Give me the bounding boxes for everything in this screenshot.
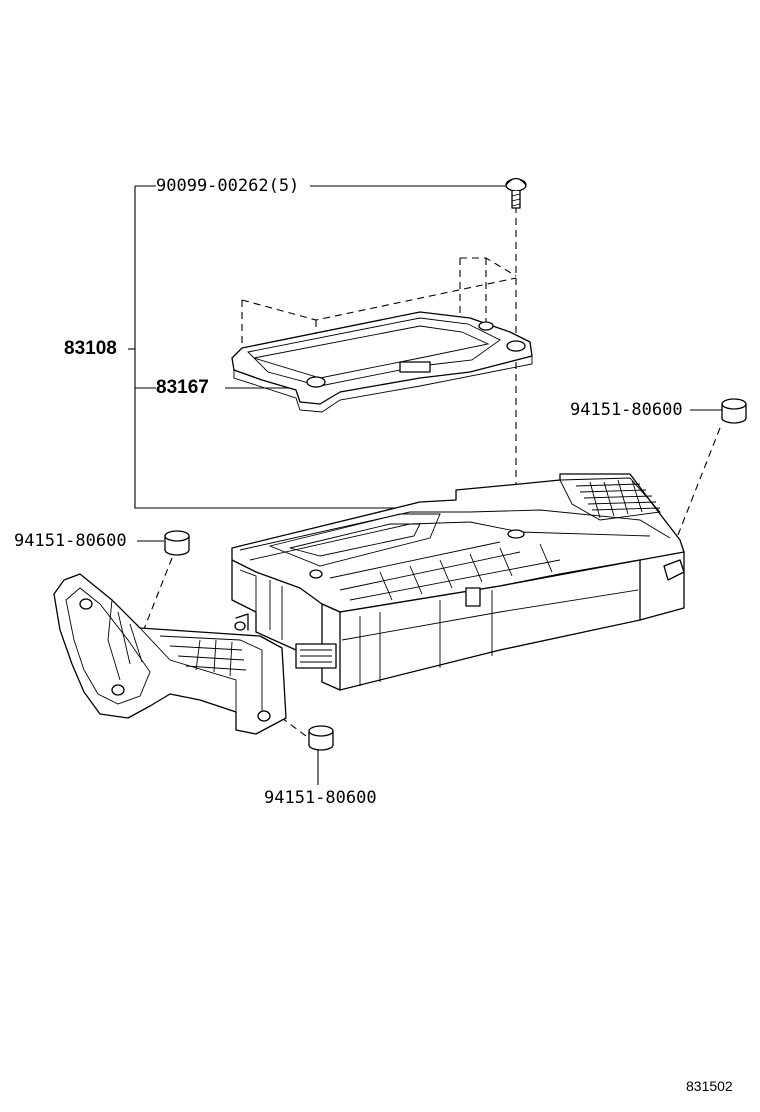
clip-icon-right xyxy=(721,398,747,424)
label-screw: 90099-00262(5) xyxy=(156,176,300,196)
cover-plate-83167 xyxy=(231,311,533,413)
label-clip-right: 94151-80600 xyxy=(570,400,683,420)
label-clip-bottom: 94151-80600 xyxy=(264,788,377,808)
label-assembly: 83108 xyxy=(64,338,117,359)
inverter-module-body xyxy=(231,473,685,691)
label-cover: 83167 xyxy=(156,377,209,398)
clip-icon-left xyxy=(164,530,190,556)
label-clip-left: 94151-80600 xyxy=(14,531,127,551)
screw-icon xyxy=(505,177,527,209)
figure-id: 831502 xyxy=(686,1078,733,1094)
clip-icon-bottom xyxy=(308,725,334,751)
mounting-bracket xyxy=(53,573,287,735)
leader-lines xyxy=(128,185,722,785)
